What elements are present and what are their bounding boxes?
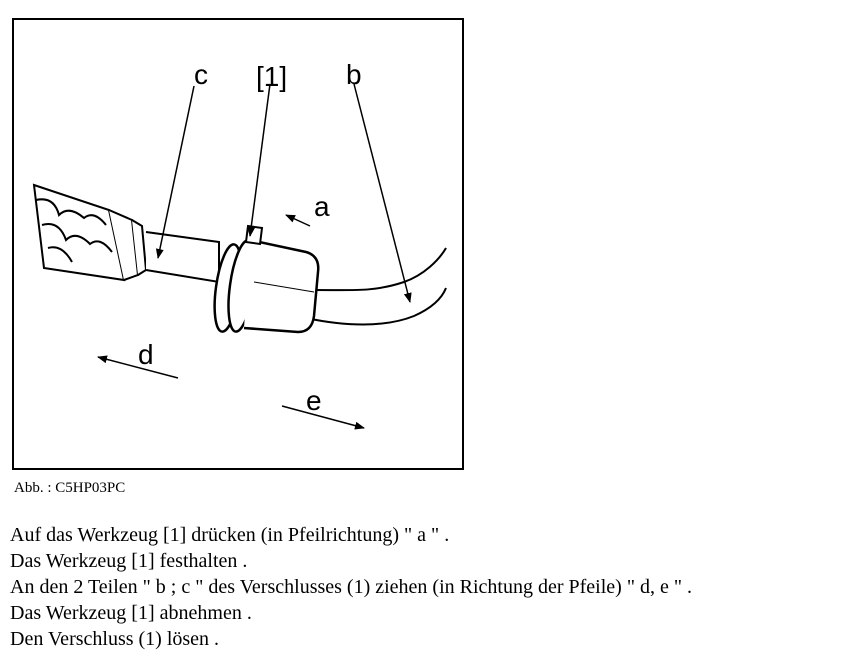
arrow-e bbox=[281, 405, 365, 430]
instruction-list: Auf das Werkzeug [1] drücken (in Pfeilri… bbox=[10, 522, 692, 652]
tool-sleeve bbox=[243, 238, 320, 334]
label-c: c bbox=[194, 59, 208, 90]
leader-line-b bbox=[353, 83, 412, 303]
label-b: b bbox=[346, 59, 362, 90]
hose-outline-lower bbox=[305, 287, 447, 326]
hose-outline bbox=[313, 247, 447, 292]
arrow-a bbox=[285, 214, 311, 227]
instruction-step: Auf das Werkzeug [1] drücken (in Pfeilri… bbox=[10, 524, 450, 546]
tool-drawing: c [1] b a d e bbox=[32, 59, 447, 430]
instruction-step: An den 2 Teilen " b ; c " des Verschluss… bbox=[10, 576, 693, 598]
technical-illustration: c [1] b a d e bbox=[12, 18, 464, 470]
pipe-section bbox=[145, 231, 220, 284]
instruction-step: Das Werkzeug [1] festhalten . bbox=[10, 550, 248, 572]
label-e: e bbox=[306, 385, 322, 416]
arrow-d bbox=[97, 355, 179, 379]
leader-line-c bbox=[155, 85, 195, 259]
tool-sleeve-edge bbox=[253, 281, 315, 293]
connector-handle bbox=[32, 183, 148, 282]
instruction-step: Den Verschluss (1) lösen . bbox=[10, 628, 220, 650]
instruction-step: Das Werkzeug [1] abnehmen . bbox=[10, 602, 252, 624]
label-d: d bbox=[138, 339, 154, 370]
label-a: a bbox=[314, 191, 330, 222]
tool-tab bbox=[244, 224, 264, 246]
figure-caption: Abb. : C5HP03PC bbox=[14, 480, 126, 496]
leader-line-tool bbox=[247, 83, 271, 237]
label-tool: [1] bbox=[256, 61, 287, 92]
